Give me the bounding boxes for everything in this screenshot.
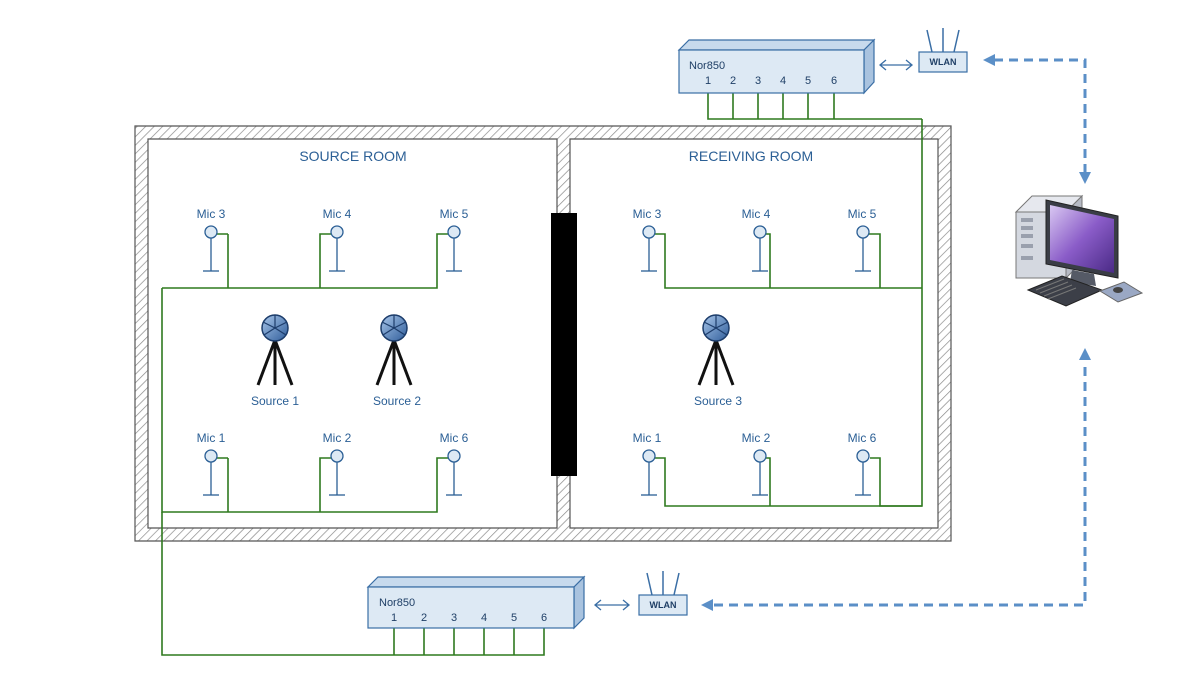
mic-src-5 — [446, 225, 462, 272]
analyzer-top-port: 4 — [779, 75, 787, 87]
arrowhead-top-down — [1079, 172, 1091, 184]
double-arrow-top — [878, 59, 914, 71]
mic-rcv-6 — [855, 449, 871, 496]
analyzer-top-port: 2 — [729, 75, 737, 87]
analyzer-bottom — [366, 575, 586, 630]
mic-label: Mic 1 — [632, 431, 662, 445]
mic-label: Mic 4 — [322, 207, 352, 221]
mic-label: Mic 3 — [632, 207, 662, 221]
building-walls — [134, 125, 952, 542]
mic-label: Mic 3 — [196, 207, 226, 221]
analyzer-bottom-port: 2 — [420, 612, 428, 624]
mic-label: Mic 5 — [439, 207, 469, 221]
mic-label: Mic 2 — [322, 431, 352, 445]
source-label: Source 2 — [372, 394, 422, 408]
analyzer-bottom-port: 3 — [450, 612, 458, 624]
analyzer-bottom-port: 5 — [510, 612, 518, 624]
wireless-link-top — [994, 58, 1087, 172]
analyzer-top-port: 1 — [704, 75, 712, 87]
source-label: Source 3 — [693, 394, 743, 408]
analyzer-bottom-port: 6 — [540, 612, 548, 624]
arrowhead-bottom-up — [1079, 348, 1091, 360]
mic-rcv-3 — [641, 225, 657, 272]
double-arrow-bottom — [593, 599, 631, 611]
analyzer-top-name: Nor850 — [689, 60, 726, 72]
mic-label: Mic 5 — [847, 207, 877, 221]
wlan-router-bottom — [638, 571, 688, 616]
mic-rcv-4 — [752, 225, 768, 272]
partition-wall — [551, 213, 577, 476]
mic-label: Mic 6 — [847, 431, 877, 445]
mic-label: Mic 1 — [196, 431, 226, 445]
mic-src-1 — [203, 449, 219, 496]
arrowhead-top-left — [983, 54, 995, 66]
mic-src-2 — [329, 449, 345, 496]
speaker-source-3 — [697, 314, 735, 386]
wlan-router-top — [918, 28, 968, 73]
mic-rcv-1 — [641, 449, 657, 496]
mic-label: Mic 4 — [741, 207, 771, 221]
analyzer-top — [677, 38, 876, 95]
wlan-top-label: WLAN — [929, 57, 957, 67]
mic-label: Mic 2 — [741, 431, 771, 445]
analyzer-top-port: 3 — [754, 75, 762, 87]
receiving-room-title: RECEIVING ROOM — [688, 148, 814, 164]
source-label: Source 1 — [250, 394, 300, 408]
analyzer-bottom-name: Nor850 — [379, 597, 416, 609]
analyzer-bottom-port: 4 — [480, 612, 488, 624]
computer-icon — [1014, 194, 1144, 307]
source-room-title: SOURCE ROOM — [299, 148, 407, 164]
mic-label: Mic 6 — [439, 431, 469, 445]
mic-rcv-5 — [855, 225, 871, 272]
analyzer-bottom-port: 1 — [390, 612, 398, 624]
wlan-bottom-label: WLAN — [649, 600, 677, 610]
mic-src-3 — [203, 225, 219, 272]
mic-src-4 — [329, 225, 345, 272]
analyzer-top-port: 5 — [804, 75, 812, 87]
speaker-source-1 — [256, 314, 294, 386]
mic-rcv-2 — [752, 449, 768, 496]
wireless-link-bottom — [714, 362, 1087, 607]
speaker-source-2 — [375, 314, 413, 386]
analyzer-top-port: 6 — [830, 75, 838, 87]
microphones — [203, 225, 871, 496]
mic-src-6 — [446, 449, 462, 496]
arrowhead-bottom-left — [701, 599, 713, 611]
